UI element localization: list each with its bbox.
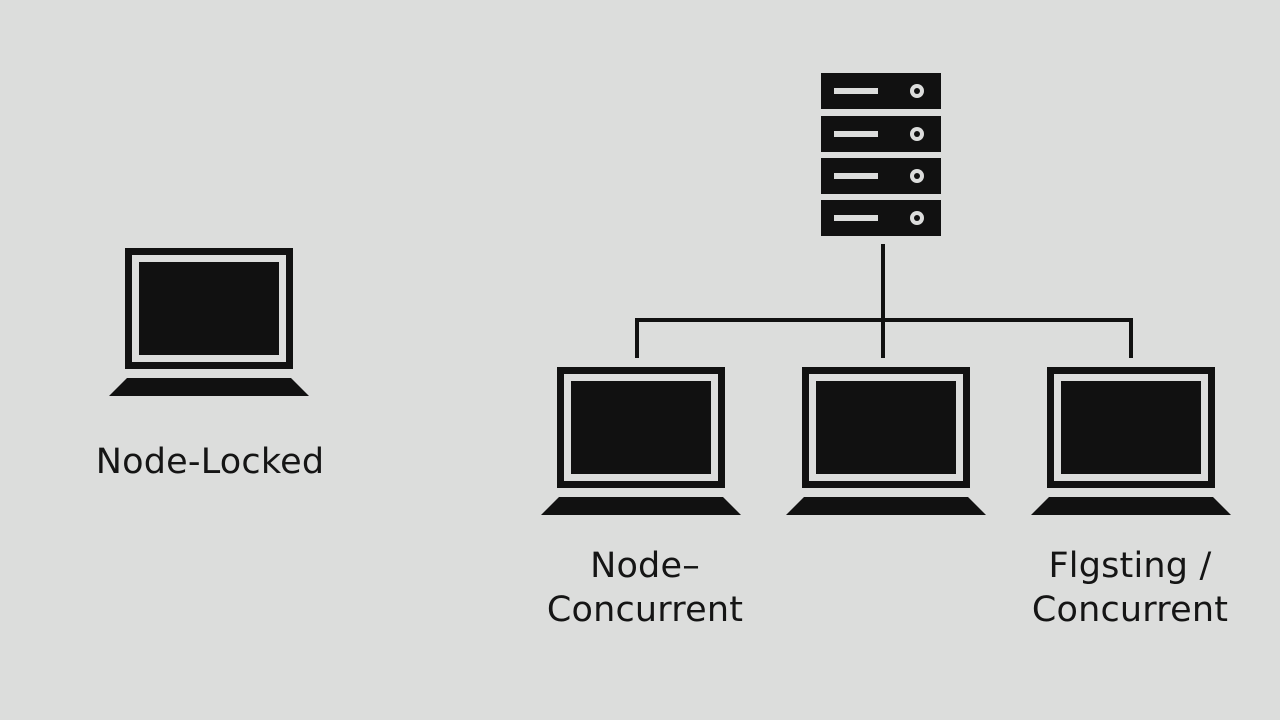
node-locked-label: Node-Locked	[60, 440, 360, 484]
node-concurrent-line2: Concurrent	[546, 590, 744, 630]
laptop-icon	[541, 367, 741, 515]
laptop-icon	[786, 367, 986, 515]
floating-line2: Concurrent	[1031, 590, 1229, 630]
node-concurrent-label: Node– Concurrent	[520, 544, 770, 632]
laptop-icon	[1031, 367, 1231, 515]
node-locked-text: Node-Locked	[95, 442, 325, 482]
node-concurrent-line1: Node–	[590, 546, 700, 586]
laptop-icon	[109, 248, 309, 396]
floating-concurrent-label: Flgsting / Concurrent	[1005, 544, 1255, 632]
floating-line1: Flgsting /	[1048, 546, 1212, 586]
server-rack-icon	[821, 73, 941, 236]
network-connectors	[635, 244, 1133, 358]
